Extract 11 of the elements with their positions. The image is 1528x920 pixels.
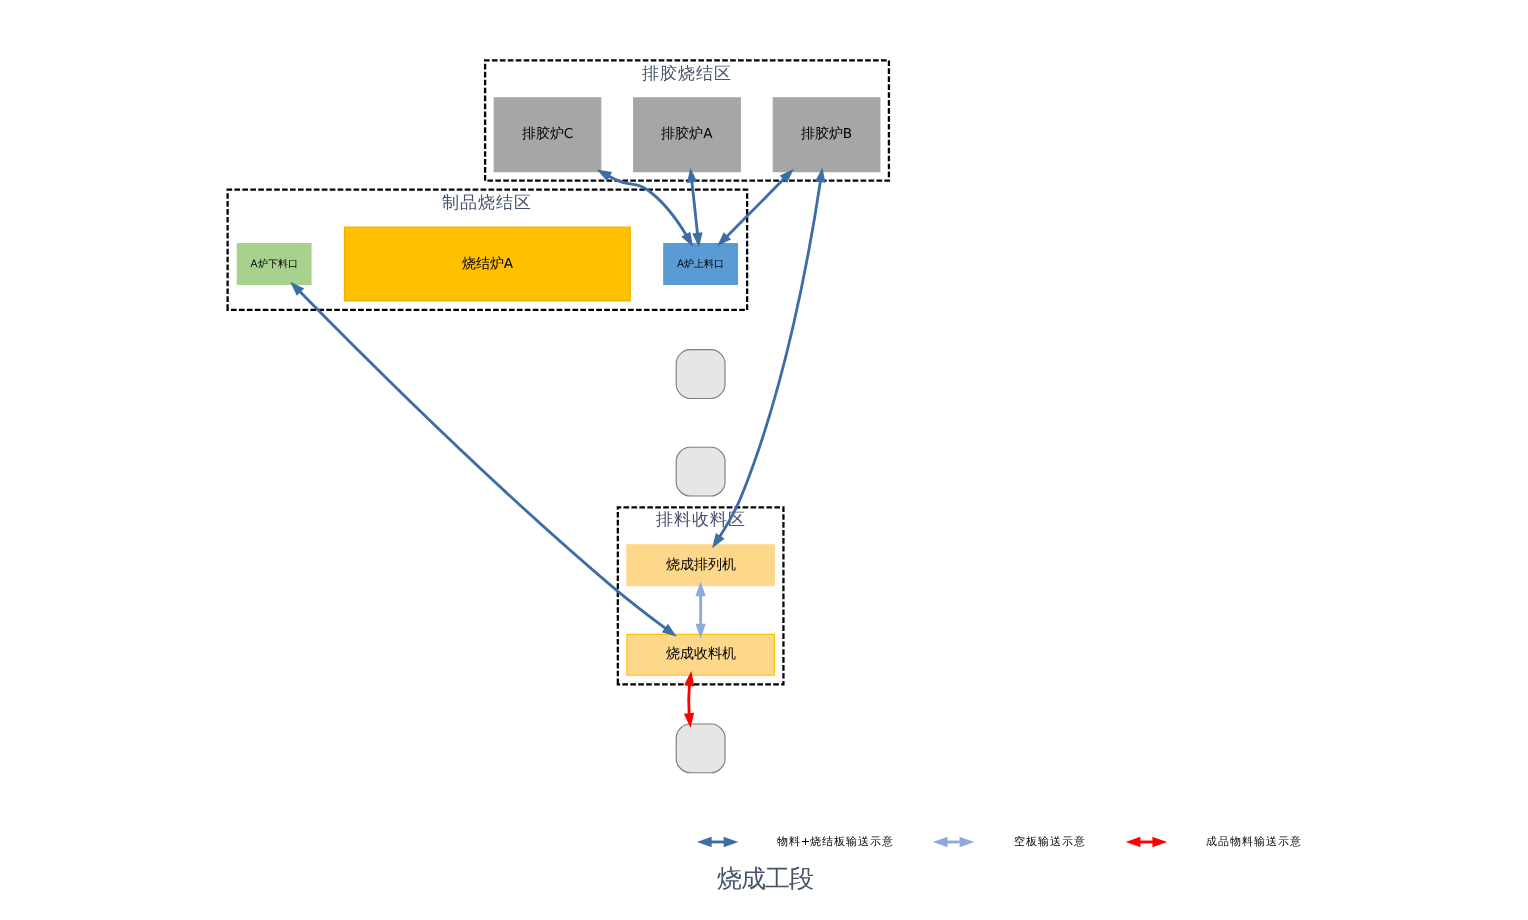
arrow	[682, 671, 694, 728]
node-box	[674, 349, 725, 399]
arrow	[685, 167, 702, 248]
arrow	[595, 169, 693, 248]
arrow	[289, 281, 676, 637]
node-box	[674, 723, 725, 774]
arrow	[694, 581, 705, 639]
arrow	[711, 167, 825, 549]
node-box	[674, 446, 725, 497]
arrow	[716, 168, 793, 247]
diagram-title: 烧成工段	[716, 862, 812, 893]
